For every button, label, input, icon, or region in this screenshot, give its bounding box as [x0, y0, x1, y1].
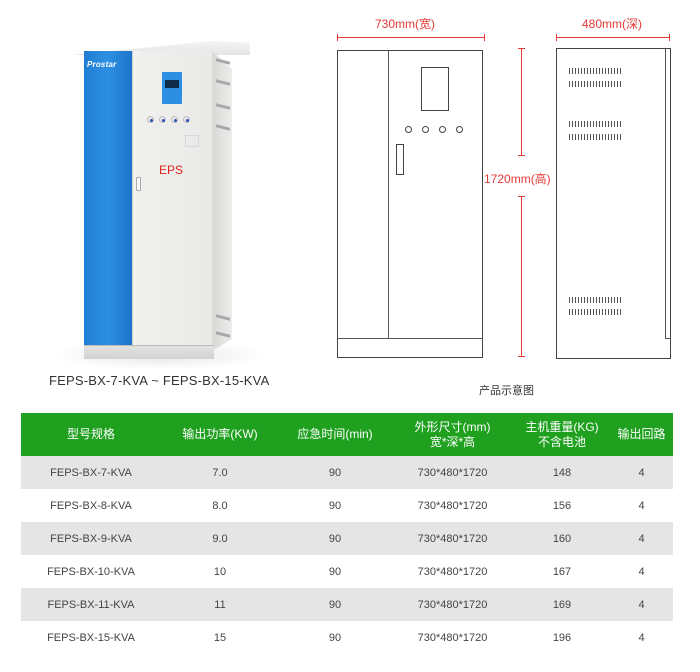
cell-power: 8.0: [212, 499, 228, 512]
column-header-time: 应急时间(min): [279, 413, 391, 456]
spec-table: 型号规格 输出功率(KW) 应急时间(min) 外形尺寸(mm)宽*深*高 主机…: [21, 413, 673, 654]
column-header-power: 输出功率(KW): [161, 413, 279, 456]
column-header-weight: 主机重量(KG)不含电池: [514, 413, 610, 456]
table-header-row: 型号规格 输出功率(KW) 应急时间(min) 外形尺寸(mm)宽*深*高 主机…: [21, 413, 673, 456]
control-knob-icon: [171, 116, 178, 123]
front-view-outline: [337, 50, 483, 358]
cell-model: FEPS-BX-7-KVA: [21, 456, 161, 489]
brand-logo: Prostar: [87, 60, 117, 69]
front-view-knob-icon: [405, 126, 412, 133]
door-handle: [136, 177, 141, 191]
drawing-caption: 产品示意图: [479, 385, 534, 397]
depth-dimension-label: 480mm(深): [582, 17, 643, 31]
cell-size: 730*480*1720: [417, 631, 488, 644]
cabinet-side-panel: [212, 51, 232, 351]
cell-size: 730*480*1720: [391, 456, 514, 489]
cell-model: FEPS-BX-9-KVA: [21, 522, 161, 555]
cabinet-base: [84, 345, 214, 359]
cell-circuits: 4: [638, 631, 645, 644]
front-view-door-split: [388, 50, 389, 338]
cell-time: 90: [279, 588, 391, 621]
control-display: [162, 72, 182, 104]
cell-weight: 156: [552, 499, 572, 512]
height-dimension-line-top: [518, 48, 525, 156]
product-model-range: FEPS-BX-7-KVA ~ FEPS-BX-15-KVA: [49, 373, 270, 388]
cell-weight: 148: [514, 456, 610, 489]
side-vent-slats-icon: [569, 68, 623, 74]
cell-power: 11: [161, 588, 279, 621]
table-row: FEPS-BX-10-KVA 10 90 730*480*1720 167 4: [21, 555, 673, 588]
lcd-screen: [165, 80, 179, 88]
side-view-foot: [665, 338, 671, 339]
cell-weight: 169: [514, 588, 610, 621]
front-view-knob-icon: [456, 126, 463, 133]
cell-circuits: 4: [610, 588, 673, 621]
front-view-base-line: [337, 338, 483, 339]
side-vent-slats-icon: [569, 81, 623, 87]
cell-circuits: 4: [638, 565, 645, 578]
width-dimension-line: [337, 34, 485, 41]
cell-circuits: 4: [638, 499, 645, 512]
side-view-outline: [556, 48, 671, 359]
depth-dimension-line: [556, 34, 670, 41]
side-view-edge: [665, 48, 666, 338]
cell-model: FEPS-BX-15-KVA: [47, 631, 135, 644]
table-row: FEPS-BX-7-KVA 7.0 90 730*480*1720 148 4: [21, 456, 673, 489]
cell-time: 90: [279, 522, 391, 555]
cell-model: FEPS-BX-10-KVA: [47, 565, 135, 578]
cell-power: 15: [213, 631, 227, 644]
cell-power: 7.0: [161, 456, 279, 489]
cell-power: 9.0: [161, 522, 279, 555]
table-row: FEPS-BX-8-KVA 8.0 90 730*480*1720 156 4: [21, 489, 673, 522]
height-dimension-line-bottom: [518, 196, 525, 357]
cell-time: 90: [328, 499, 342, 512]
eps-label: EPS: [159, 163, 184, 177]
side-vent-slats-icon: [569, 134, 623, 140]
cell-size: 730*480*1720: [417, 499, 488, 512]
cell-weight: 160: [514, 522, 610, 555]
side-vent-slats-icon: [569, 309, 623, 315]
cell-power: 10: [213, 565, 227, 578]
cell-weight: 167: [552, 565, 572, 578]
column-header-model: 型号规格: [21, 413, 161, 456]
warning-sign-icon: [185, 135, 199, 147]
control-knob-icon: [183, 116, 190, 123]
cell-size: 730*480*1720: [391, 522, 514, 555]
control-knob-icon: [147, 116, 154, 123]
side-vent-slats-icon: [569, 297, 623, 303]
cell-size: 730*480*1720: [391, 588, 514, 621]
product-photo: Prostar EPS: [40, 20, 290, 370]
table-row: FEPS-BX-11-KVA 11 90 730*480*1720 169 4: [21, 588, 673, 621]
cell-circuits: 4: [610, 456, 673, 489]
front-view-handle: [396, 144, 404, 175]
cell-time: 90: [279, 456, 391, 489]
cell-circuits: 4: [610, 522, 673, 555]
cabinet-blue-door: [84, 51, 132, 345]
column-header-size: 外形尺寸(mm)宽*深*高: [391, 413, 514, 456]
column-header-circuits: 输出回路: [610, 413, 673, 456]
width-dimension-label: 730mm(宽): [375, 17, 436, 31]
cell-time: 90: [328, 565, 342, 578]
table-row: FEPS-BX-15-KVA 15 90 730*480*1720 196 4: [21, 621, 673, 654]
height-dimension-label: 1720mm(高): [484, 172, 551, 186]
cell-model: FEPS-BX-8-KVA: [50, 499, 132, 512]
front-view-knob-icon: [422, 126, 429, 133]
control-knob-icon: [159, 116, 166, 123]
cell-time: 90: [328, 631, 342, 644]
front-view-display: [421, 67, 449, 111]
table-row: FEPS-BX-9-KVA 9.0 90 730*480*1720 160 4: [21, 522, 673, 555]
side-vent-slats-icon: [569, 121, 623, 127]
cell-model: FEPS-BX-11-KVA: [21, 588, 161, 621]
cell-size: 730*480*1720: [417, 565, 488, 578]
cell-weight: 196: [552, 631, 572, 644]
front-view-knob-icon: [439, 126, 446, 133]
